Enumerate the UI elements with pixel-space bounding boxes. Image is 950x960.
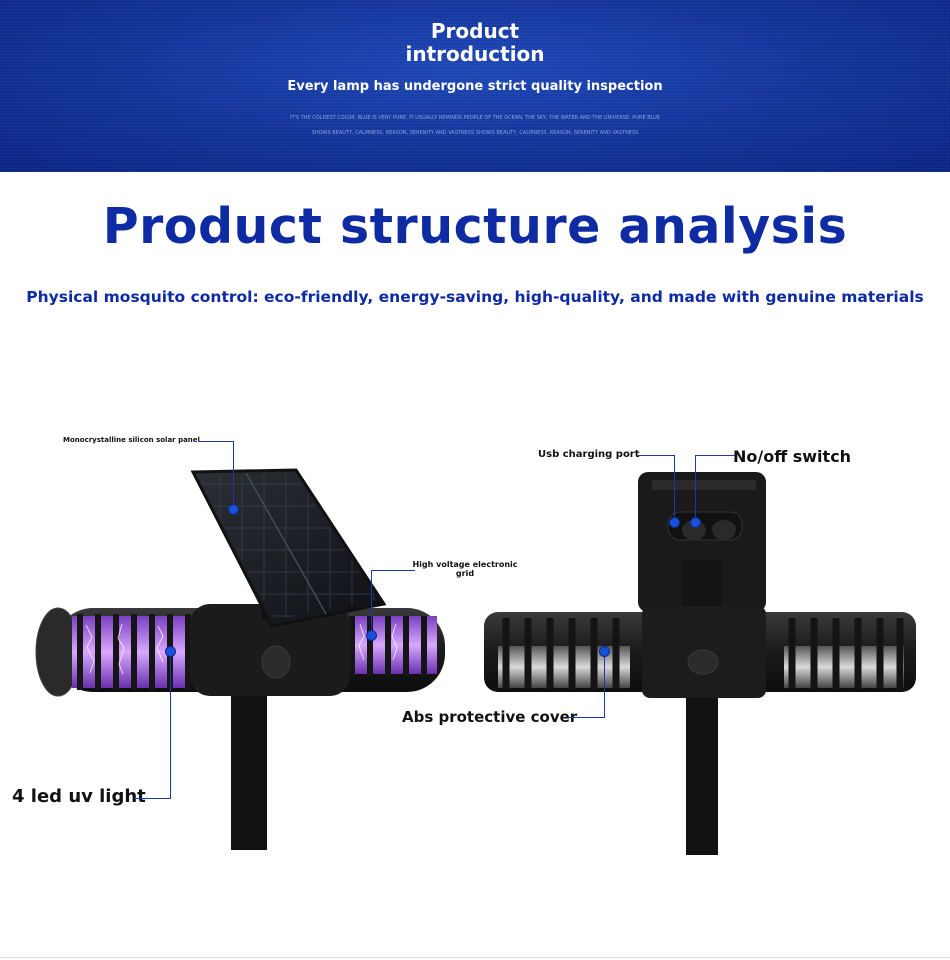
right-grid-a bbox=[498, 646, 630, 688]
right-stake bbox=[686, 690, 718, 855]
leader-usb-h bbox=[638, 455, 675, 456]
callout-cover: Abs protective cover bbox=[402, 708, 578, 726]
leader-uv-v bbox=[170, 652, 171, 799]
marker-usb-port bbox=[669, 517, 680, 528]
leader-solar-h bbox=[198, 441, 234, 442]
callout-switch: No/off switch bbox=[733, 447, 852, 466]
banner-subtitle: Every lamp has undergone strict quality … bbox=[287, 79, 663, 94]
intro-banner: Product introduction Every lamp has unde… bbox=[0, 0, 950, 172]
callout-solar-panel: Monocrystalline silicon solar panel bbox=[63, 436, 200, 444]
marker-switch bbox=[690, 517, 701, 528]
leader-switch-h bbox=[695, 455, 735, 456]
leader-cover-h bbox=[568, 717, 605, 718]
left-hub-button bbox=[261, 645, 291, 679]
leader-uv-h bbox=[134, 798, 171, 799]
leader-solar-v bbox=[233, 441, 234, 509]
marker-cover bbox=[599, 646, 610, 657]
marker-grid bbox=[366, 630, 377, 641]
callout-grid: High voltage electronic grid bbox=[412, 560, 518, 578]
left-stake bbox=[231, 680, 267, 850]
marker-uv-light bbox=[165, 646, 176, 657]
marker-solar-panel bbox=[228, 504, 239, 515]
page-subheadline: Physical mosquito control: eco-friendly,… bbox=[26, 288, 924, 306]
left-product bbox=[35, 468, 445, 850]
switch-cap bbox=[712, 520, 736, 540]
banner-title: Product introduction bbox=[405, 19, 545, 66]
callout-usb-port: Usb charging port bbox=[538, 449, 640, 460]
page-headline: Product structure analysis bbox=[102, 198, 848, 255]
right-product bbox=[484, 472, 916, 855]
banner-fine-print: IT'S THE COLDEST COLOR. BLUE IS VERY PUR… bbox=[290, 115, 660, 136]
bottom-divider bbox=[0, 957, 950, 958]
right-grid-b bbox=[784, 646, 904, 688]
leader-cover-v bbox=[604, 652, 605, 718]
leader-grid-v bbox=[371, 570, 372, 632]
callout-uv-light: 4 led uv light bbox=[12, 786, 146, 807]
leader-grid-h bbox=[371, 570, 415, 571]
leader-usb-v bbox=[674, 455, 675, 521]
leader-switch-v bbox=[695, 455, 696, 521]
right-panel-back bbox=[638, 472, 766, 612]
